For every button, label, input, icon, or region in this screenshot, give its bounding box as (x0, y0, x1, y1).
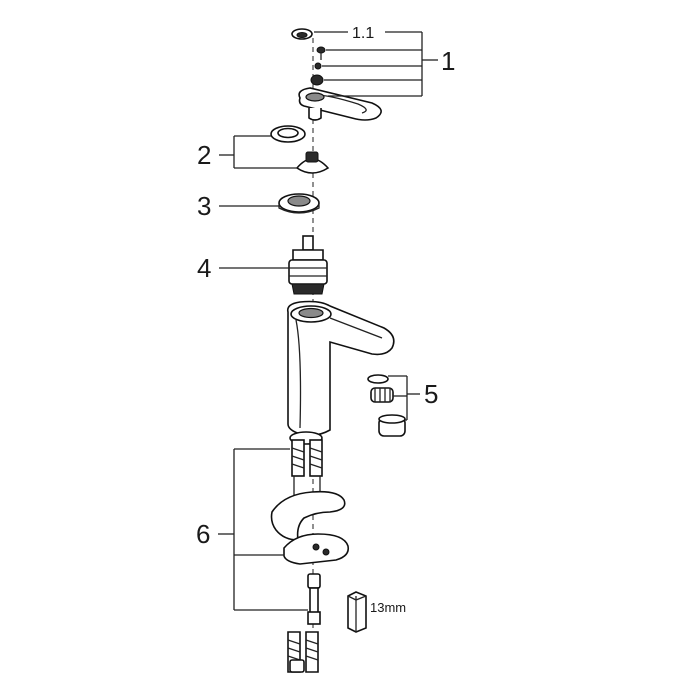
part-lever-handle (298, 87, 382, 121)
part-hose-upper (289, 431, 323, 500)
leader-lines (218, 31, 438, 611)
part-washer (310, 74, 324, 86)
part-hex-socket-tool (347, 591, 367, 633)
part-cap (291, 28, 313, 40)
part-aerator-insert (370, 387, 394, 403)
part-dome-cap (295, 151, 330, 174)
part-washer-small (314, 62, 322, 70)
part-screw (316, 46, 326, 60)
callout-2: 2 (197, 140, 211, 170)
part-aerator-housing (378, 414, 406, 437)
part-ring (270, 125, 306, 143)
part-faucet-body (286, 300, 395, 437)
part-horseshoe-plate (270, 490, 346, 541)
part-fixing-clamp (283, 533, 350, 565)
callout-1-1: 1.1 (352, 25, 374, 42)
callout-5: 5 (424, 379, 438, 409)
tool-size-label: 13mm (370, 600, 406, 615)
callout-4: 4 (197, 253, 211, 283)
callout-6: 6 (196, 519, 210, 549)
part-aerator-washer (367, 374, 389, 384)
part-threaded-rod (307, 573, 321, 625)
callout-1: 1 (441, 46, 455, 76)
callout-3: 3 (197, 191, 211, 221)
part-cartridge (288, 235, 328, 295)
part-hose-lower (287, 631, 319, 673)
part-nut (278, 193, 320, 214)
